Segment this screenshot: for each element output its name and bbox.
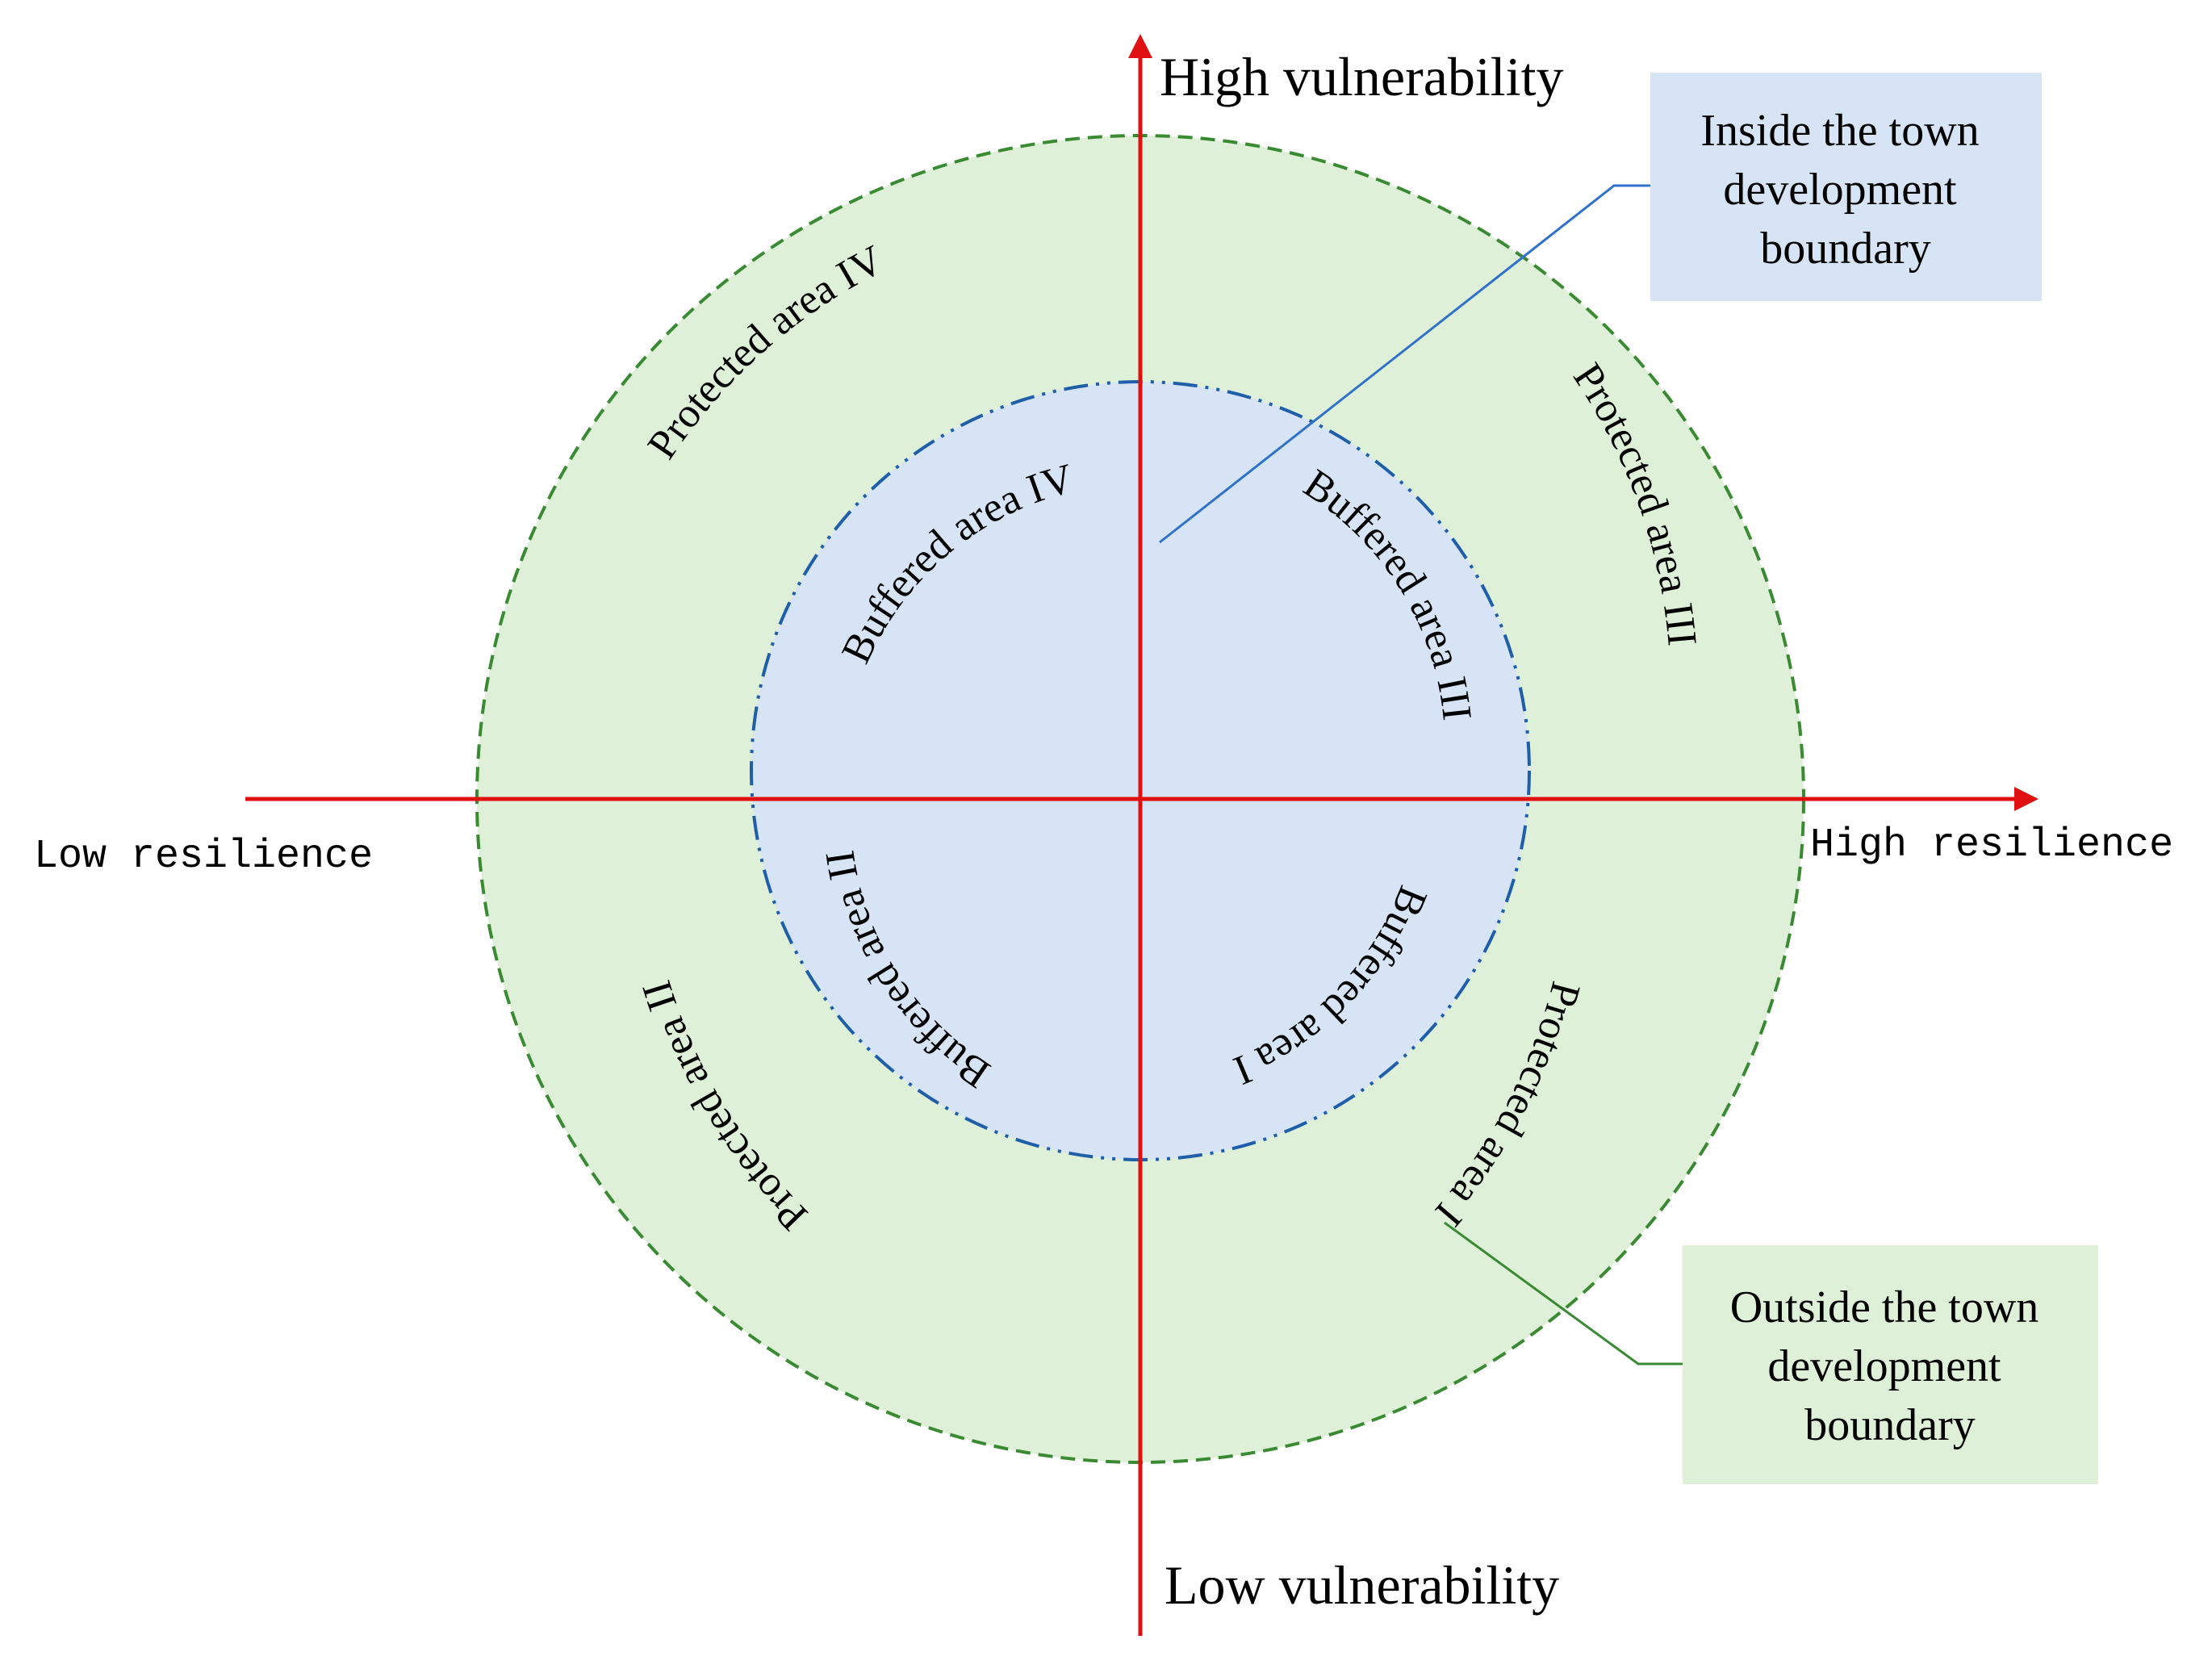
y-axis-bottom-label: Low vulnerability: [1165, 1554, 1559, 1616]
y-axis-top-label: High vulnerability: [1160, 46, 1563, 107]
x-axis-left-label: Low resilience: [34, 834, 373, 880]
inside-boundary-callout-box: [1650, 73, 2042, 301]
inside-boundary-callout-text: Inside the town development boundary: [1700, 106, 1990, 274]
outside-boundary-leader-line: [1444, 1221, 1683, 1366]
x-axis-right-label: High resilience: [1810, 822, 2173, 868]
outside-boundary-callout-box: [1683, 1245, 2098, 1484]
inside-boundary-leader-line: [1159, 184, 1650, 544]
outside-boundary-callout-text: Outside the town development boundary: [1730, 1282, 2051, 1450]
